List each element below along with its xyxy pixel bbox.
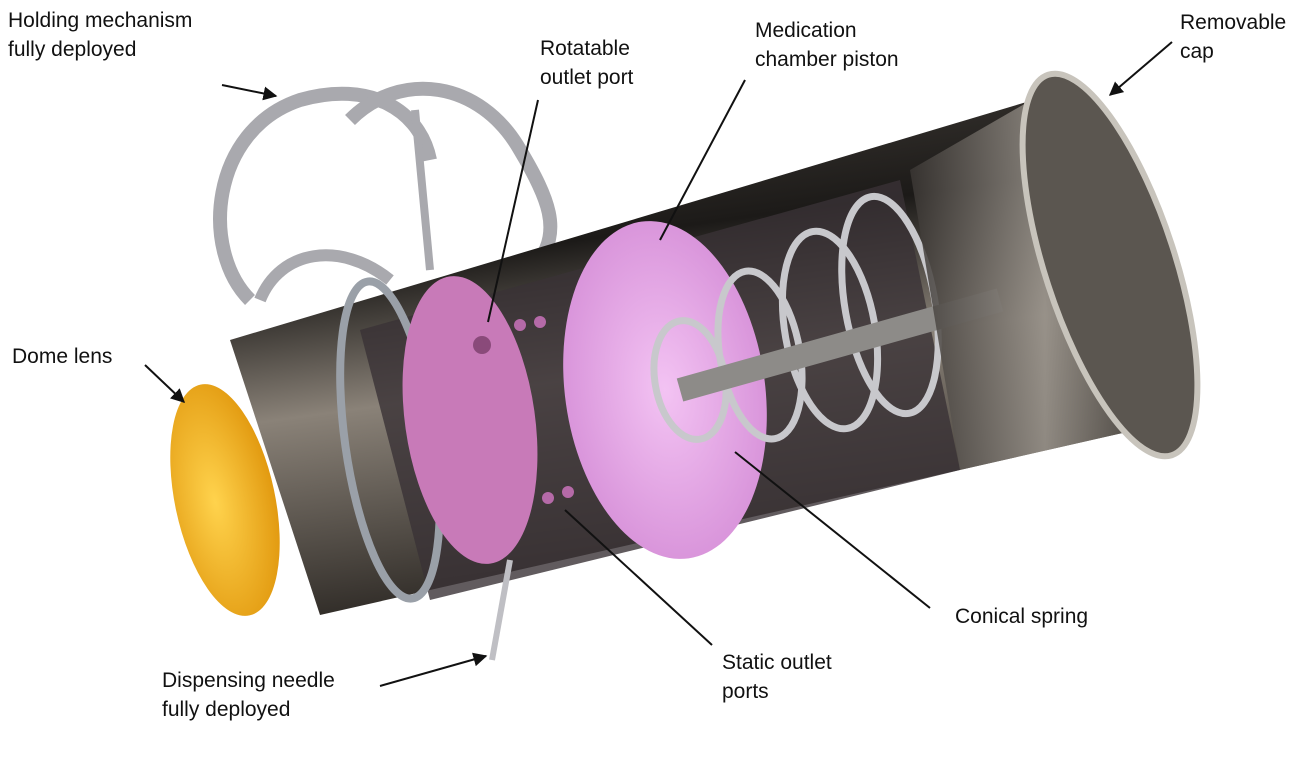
label-line: outlet port	[540, 66, 634, 89]
label-line: ports	[722, 680, 769, 703]
label-holding-mechanism: Holding mechanism fully deployed	[8, 6, 192, 64]
medication-chamber-piston	[563, 221, 767, 559]
label-line: Dome lens	[12, 345, 113, 368]
label-line: cap	[1180, 40, 1214, 63]
label-conical-spring: Conical spring	[955, 602, 1088, 631]
label-static-outlet-ports: Static outlet ports	[722, 648, 832, 706]
label-line: Dispensing needle	[162, 669, 335, 692]
label-line: Medication	[755, 19, 857, 42]
label-line: Holding mechanism	[8, 9, 193, 32]
outlet-port-hole	[473, 336, 491, 354]
label-line: fully deployed	[8, 38, 137, 61]
label-dome-lens: Dome lens	[12, 342, 112, 371]
dome-lens	[170, 384, 280, 616]
removable-cap	[1019, 70, 1201, 460]
dispensing-needle	[489, 559, 513, 661]
label-line: Conical spring	[955, 605, 1089, 628]
label-removable-cap: Removable cap	[1180, 8, 1286, 66]
callout-lines	[144, 41, 1173, 687]
label-line: Static outlet	[722, 651, 832, 674]
label-line: chamber piston	[755, 48, 899, 71]
rotatable-outlet-disc	[402, 276, 538, 564]
label-rotatable-outlet-port: Rotatable outlet port	[540, 34, 633, 92]
static-outlet-ports	[514, 316, 574, 504]
label-line: Removable	[1180, 11, 1287, 34]
label-medication-chamber-piston: Medication chamber piston	[755, 16, 899, 74]
label-dispensing-needle: Dispensing needle fully deployed	[162, 666, 335, 724]
label-line: Rotatable	[540, 37, 630, 60]
holding-mechanism	[213, 81, 558, 305]
label-line: fully deployed	[162, 698, 291, 721]
